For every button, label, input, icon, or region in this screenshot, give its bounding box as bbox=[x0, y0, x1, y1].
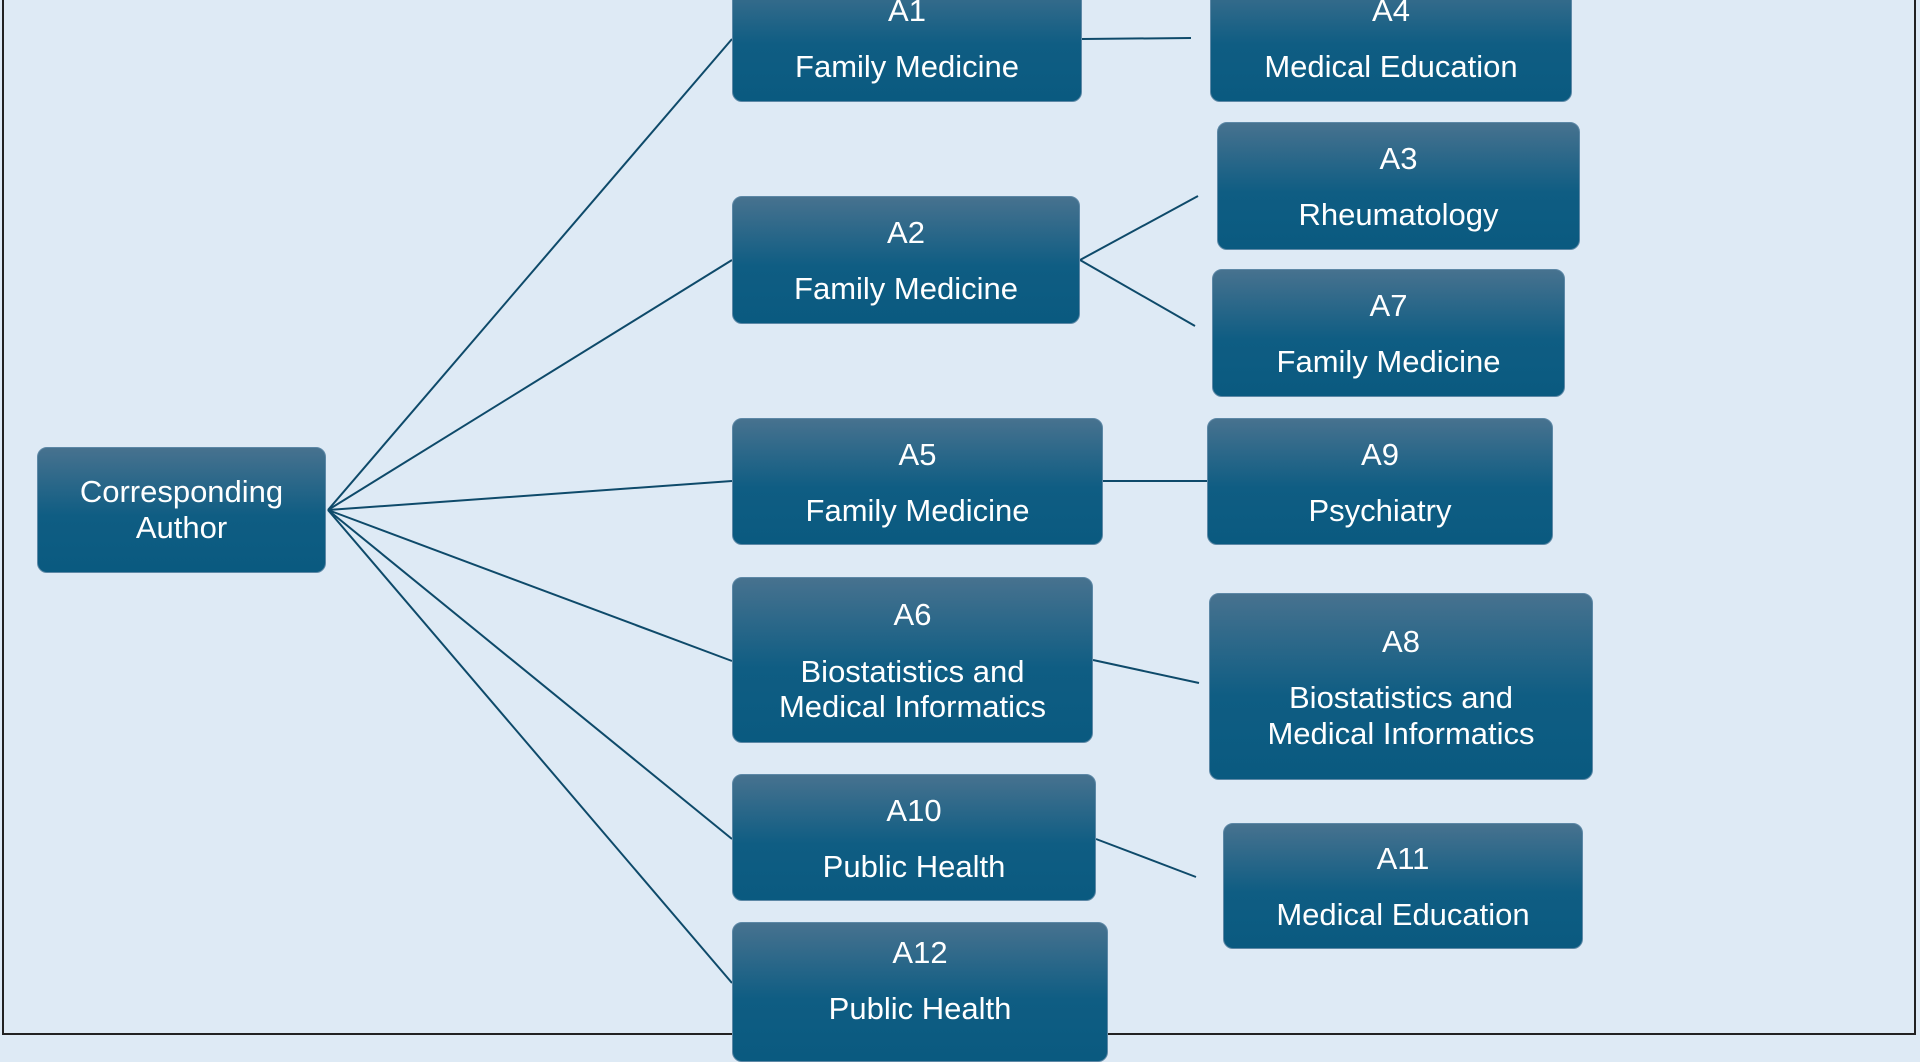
node-id: A5 bbox=[898, 436, 937, 472]
node-dept: Psychiatry bbox=[1308, 492, 1452, 528]
connector-lines bbox=[327, 37, 1207, 984]
node-a1: A1 Family Medicine bbox=[732, 0, 1082, 102]
node-id: A2 bbox=[887, 215, 925, 251]
node-a6: A6 Biostatistics and Medical Informatics bbox=[732, 577, 1093, 743]
node-dept: Medical Education bbox=[1264, 49, 1518, 85]
link-a10-a11 bbox=[1095, 838, 1197, 878]
node-dept: Family Medicine bbox=[794, 271, 1018, 307]
node-dept: Public Health bbox=[828, 991, 1012, 1027]
node-a11: A11 Medical Education bbox=[1223, 823, 1583, 949]
node-id: A3 bbox=[1379, 141, 1418, 177]
node-id: A11 bbox=[1376, 841, 1430, 877]
node-a12: A12 Public Health bbox=[732, 922, 1108, 1062]
node-id: A6 bbox=[893, 597, 932, 633]
node-id: A4 bbox=[1372, 0, 1410, 29]
node-a4: A4 Medical Education bbox=[1210, 0, 1572, 102]
node-id: A7 bbox=[1369, 288, 1408, 324]
link-a6-a8 bbox=[1092, 659, 1200, 684]
node-dept: Biostatistics and Medical Informatics bbox=[778, 653, 1047, 725]
node-a5: A5 Family Medicine bbox=[732, 418, 1103, 545]
node-dept: Public Health bbox=[822, 848, 1006, 884]
node-a3: A3 Rheumatology bbox=[1217, 122, 1580, 250]
node-id: A8 bbox=[1382, 623, 1420, 659]
link-root-a5 bbox=[327, 480, 733, 511]
link-root-a12 bbox=[327, 509, 733, 984]
link-a1-a4 bbox=[1081, 37, 1192, 40]
node-a7: A7 Family Medicine bbox=[1212, 269, 1565, 397]
link-root-a6 bbox=[327, 509, 733, 662]
node-dept: Medical Education bbox=[1276, 897, 1530, 933]
node-dept: Family Medicine bbox=[795, 49, 1019, 85]
node-id: A1 bbox=[888, 0, 926, 29]
node-label: Corresponding Author bbox=[79, 474, 284, 545]
node-dept: Biostatistics and Medical Informatics bbox=[1267, 680, 1535, 751]
link-a2-a3 bbox=[1079, 195, 1199, 261]
node-a2: A2 Family Medicine bbox=[732, 196, 1080, 324]
node-dept: Family Medicine bbox=[1276, 344, 1501, 380]
node-dept: Rheumatology bbox=[1298, 197, 1499, 233]
node-a9: A9 Psychiatry bbox=[1207, 418, 1553, 545]
link-a2-a7 bbox=[1079, 259, 1196, 327]
link-root-a1 bbox=[327, 38, 733, 511]
node-corresponding-author: Corresponding Author bbox=[37, 447, 326, 573]
node-a10: A10 Public Health bbox=[732, 774, 1096, 901]
node-dept: Family Medicine bbox=[805, 492, 1030, 528]
node-id: A10 bbox=[886, 792, 942, 828]
link-root-a2 bbox=[327, 259, 733, 511]
node-a8: A8 Biostatistics and Medical Informatics bbox=[1209, 593, 1593, 780]
node-id: A9 bbox=[1361, 436, 1399, 472]
node-id: A12 bbox=[892, 935, 948, 970]
link-root-a10 bbox=[327, 509, 733, 840]
